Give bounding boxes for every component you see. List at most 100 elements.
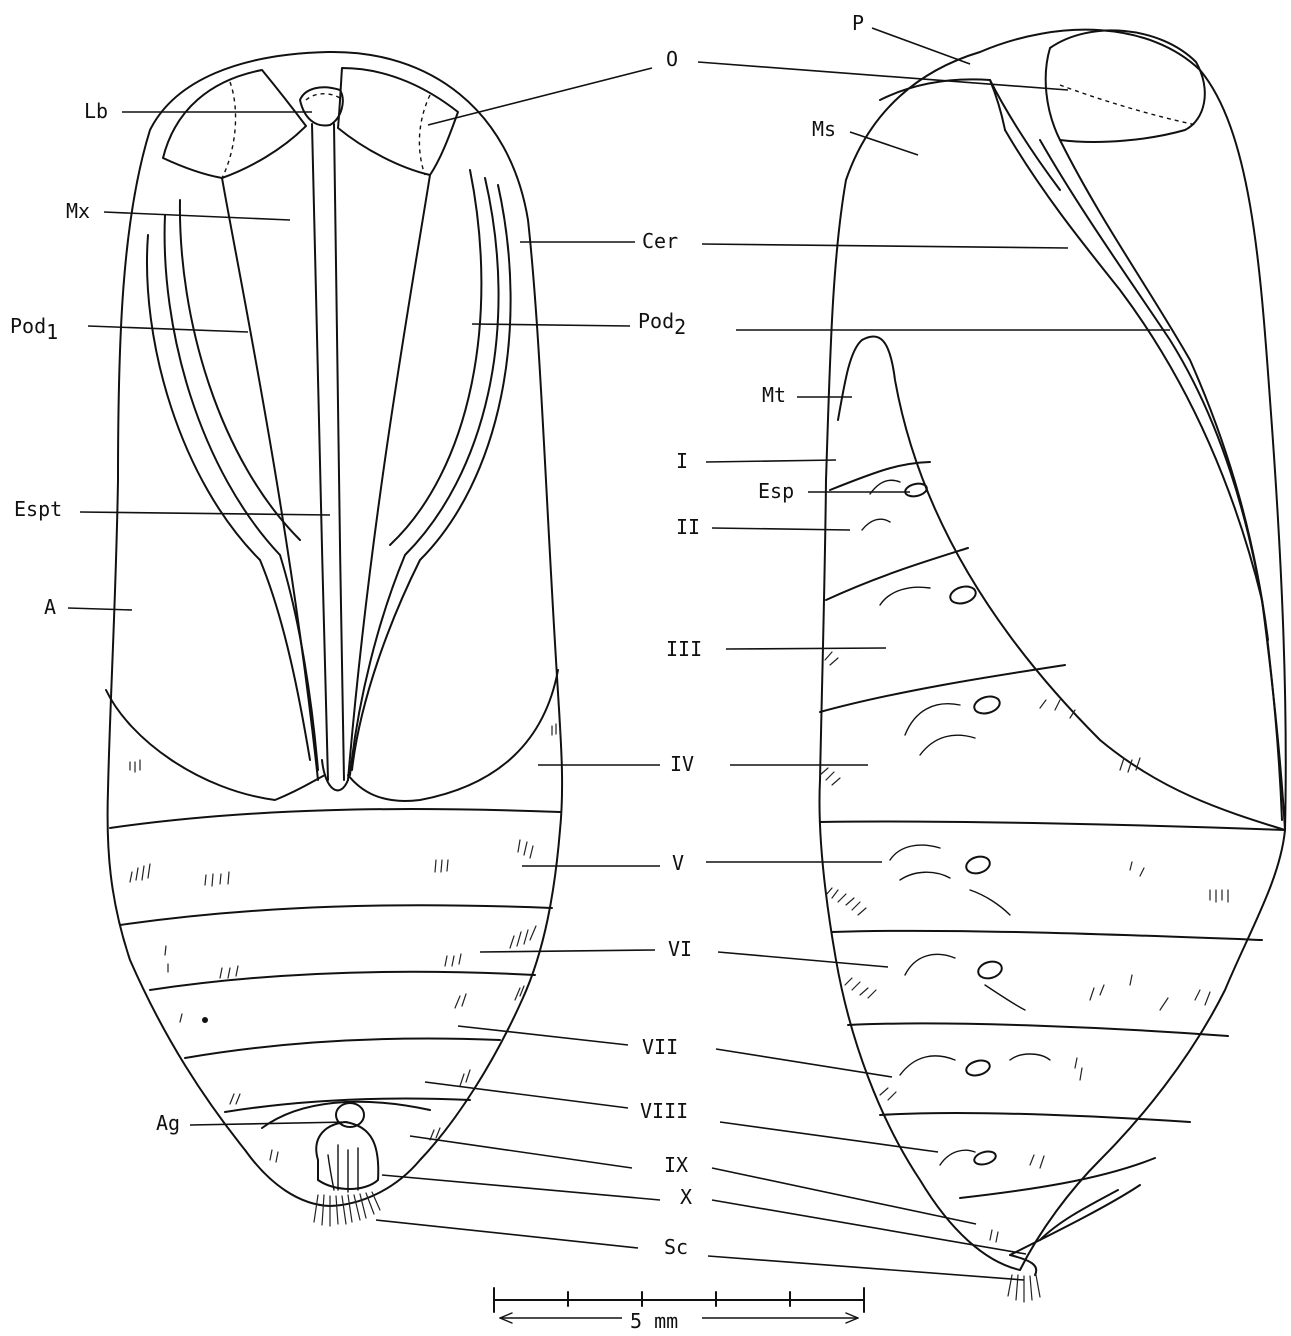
- ventral-leg2-right-outer: [352, 185, 511, 770]
- leader-Cer-right: [702, 244, 1068, 248]
- ventral-view: [106, 52, 562, 1226]
- lateral-setae-marks: [820, 652, 1228, 1242]
- lateral-eye-dash: [1060, 85, 1196, 125]
- ventral-wing-cover: [106, 670, 558, 801]
- label-VII: VII: [642, 1035, 678, 1059]
- ventral-maxilla-left: [222, 178, 318, 780]
- label-P: P: [852, 11, 864, 35]
- leader-VI-right: [718, 952, 888, 967]
- ventral-setae-marks: [130, 724, 560, 1162]
- label-Esp: Esp: [758, 479, 794, 503]
- lateral-seg-8-9: [960, 1158, 1155, 1198]
- label-IX: IX: [664, 1153, 688, 1177]
- labrum-dash: [306, 94, 340, 100]
- label-Pod2: Pod2: [638, 309, 686, 339]
- lateral-spiracles: [904, 482, 1004, 1167]
- label-Mt: Mt: [762, 383, 786, 407]
- leader-Pod2-left: [472, 324, 630, 326]
- ventral-seg-9-inner: [262, 1102, 430, 1128]
- leader-Ms: [850, 132, 918, 155]
- lateral-eye-outline: [1046, 30, 1205, 142]
- leader-VI-left: [480, 950, 655, 952]
- leader-Pod1: [88, 326, 248, 332]
- ventral-dot: [202, 1017, 208, 1023]
- label-Pod2-sub: 2: [674, 315, 686, 339]
- lateral-cer-band-3: [1060, 140, 1268, 640]
- ventral-seg-7-8: [185, 1039, 500, 1058]
- leader-X-left: [382, 1175, 660, 1200]
- leader-VIII-left: [425, 1082, 628, 1108]
- leader-P: [872, 28, 970, 64]
- ventral-seg-8-9: [225, 1099, 470, 1113]
- label-O: O: [666, 47, 678, 71]
- ventral-seg-5-6: [120, 905, 552, 925]
- lateral-head-curve: [990, 80, 1060, 190]
- ventral-eye-dash-left: [222, 82, 236, 178]
- leader-Sc-left: [376, 1220, 638, 1248]
- ventral-eye-dash-right: [419, 95, 430, 175]
- lateral-body-outline: [820, 30, 1286, 1270]
- leader-Sc-right: [708, 1256, 1024, 1280]
- ventral-maxilla-right: [348, 175, 430, 780]
- scale-bar-label: 5 mm: [630, 1309, 678, 1331]
- lateral-seg-1-2: [830, 462, 930, 490]
- label-Sc: Sc: [664, 1235, 688, 1259]
- ventral-seg-4-5: [110, 809, 560, 828]
- leader-VII-left: [458, 1026, 628, 1045]
- lateral-seg-5-6: [832, 931, 1262, 940]
- leader-X-right: [712, 1200, 1026, 1254]
- label-Lb: Lb: [84, 99, 108, 123]
- spiracle-2: [904, 482, 928, 498]
- genital-pouch: [316, 1122, 378, 1189]
- leader-O-right: [698, 62, 1068, 90]
- label-Pod1-sub: 1: [46, 320, 58, 344]
- lateral-wing-sheath: [862, 336, 1285, 830]
- spiracle-7: [965, 1058, 992, 1078]
- ventral-leg1-left-inner: [180, 200, 300, 540]
- label-II: II: [676, 515, 700, 539]
- leader-VII-right: [716, 1049, 892, 1077]
- label-Mx: Mx: [66, 199, 90, 223]
- ventral-leg2-right-inner: [390, 170, 481, 545]
- spiracle-4: [972, 694, 1001, 716]
- lateral-seg-6-7: [848, 1023, 1228, 1036]
- leader-II: [712, 528, 850, 530]
- scale-bar: 5 mm: [494, 1288, 864, 1331]
- label-IV: IV: [670, 752, 694, 776]
- label-Espt: Espt: [14, 497, 62, 521]
- label-Pod1: Pod1: [10, 314, 58, 344]
- spiracle-6: [976, 959, 1003, 981]
- label-VIII: VIII: [640, 1099, 688, 1123]
- lateral-tail-tip: [1010, 1190, 1118, 1275]
- label-A: A: [44, 595, 56, 619]
- lateral-cer-band-1: [1005, 130, 1285, 830]
- label-Cer: Cer: [642, 229, 678, 253]
- lateral-pronotum: [880, 79, 1005, 130]
- label-Ag: Ag: [156, 1111, 180, 1135]
- lateral-cer-band-2: [1040, 140, 1282, 820]
- label-VI: VI: [668, 937, 692, 961]
- lateral-mesothorax-line: [838, 340, 862, 420]
- leader-VIII-right: [720, 1122, 938, 1152]
- lateral-seg-2-3: [826, 548, 968, 600]
- lateral-view: [820, 30, 1286, 1302]
- labels: O P Lb Ms Mx Cer Pod1 Pod2 Mt I Esp Espt…: [10, 11, 864, 1259]
- genital-lines: [328, 1145, 358, 1192]
- lateral-seg-3-4: [820, 665, 1065, 712]
- label-Ms: Ms: [812, 117, 836, 141]
- leader-lines: [68, 28, 1170, 1280]
- labrum: [300, 87, 343, 125]
- ventral-proboscis-right: [334, 124, 344, 780]
- leader-IX-right: [712, 1168, 976, 1224]
- lateral-seg-7-8: [880, 1113, 1190, 1122]
- spiracle-8: [973, 1149, 997, 1166]
- leader-A: [68, 608, 132, 610]
- lateral-seg-9-10: [1010, 1185, 1140, 1255]
- lateral-seg-4-5: [820, 822, 1285, 830]
- ventral-head-left-eye: [163, 70, 306, 178]
- ventral-proboscis-left: [312, 124, 328, 780]
- label-V: V: [672, 851, 684, 875]
- leader-IX-left: [410, 1136, 632, 1168]
